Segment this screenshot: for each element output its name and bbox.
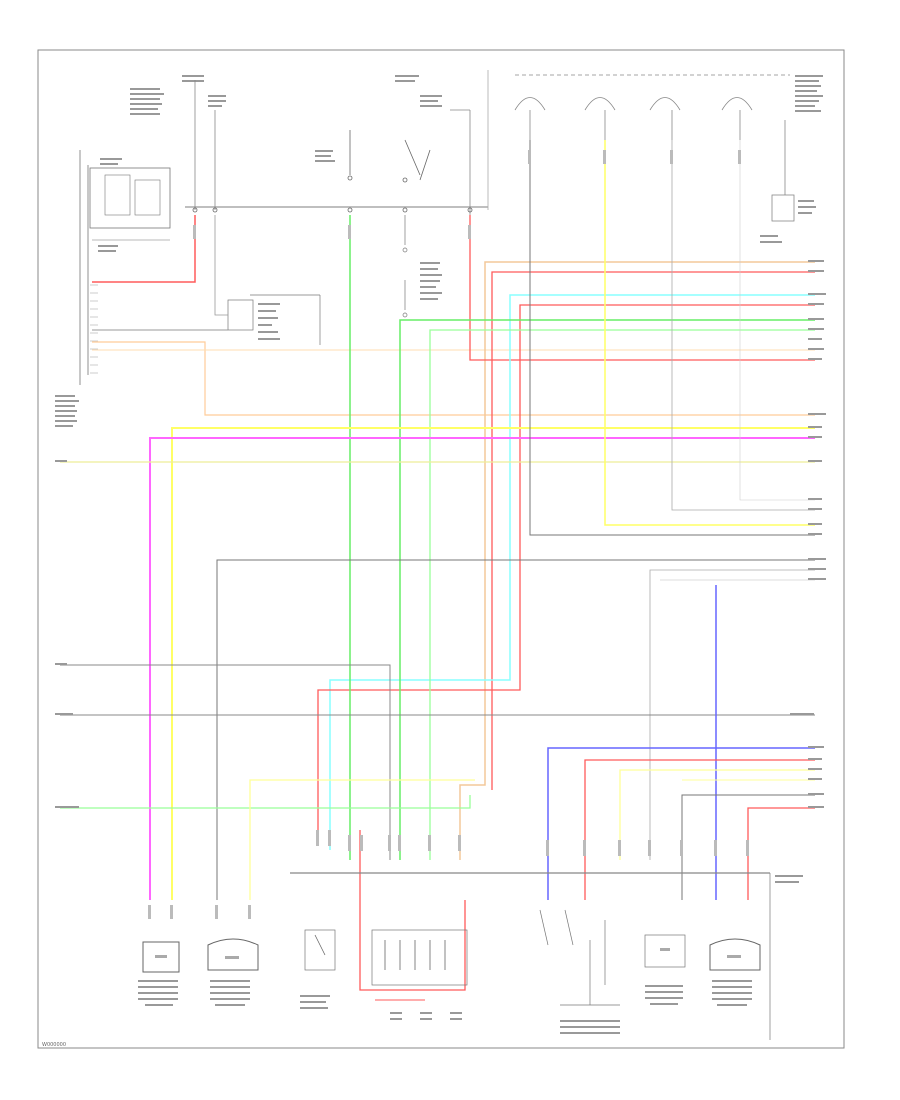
- wire-yellow-sensor: [604, 140, 815, 526]
- wire-red-a: [491, 271, 815, 790]
- wire-ltgreen-bottom: [60, 795, 471, 809]
- output-speed-sensor: [709, 938, 761, 1006]
- tcc-solenoid: [644, 934, 686, 1005]
- pressure-switch: [300, 929, 336, 1009]
- transmission-range-switch: [539, 909, 620, 1006]
- wire-ltyellow-bottom: [249, 779, 475, 900]
- wire-gray-long-a: [60, 664, 391, 860]
- wire-black-br: [681, 794, 815, 900]
- wire-red-loop: [359, 830, 466, 991]
- top-right-connectors: [514, 74, 795, 222]
- control-module-left: [55, 75, 226, 427]
- pressure-sensor: [207, 938, 259, 1006]
- wire-red-ignition: [92, 215, 196, 283]
- wire-red-br2: [747, 807, 815, 900]
- diagram-frame: [37, 49, 845, 1049]
- neutral-safety-switch: [402, 215, 408, 318]
- wire-cyan: [329, 294, 815, 850]
- wire-pink-b: [469, 215, 815, 361]
- speed-sensor-left: [138, 941, 180, 1006]
- wire-yellow-long: [171, 427, 815, 900]
- wire-black-a: [216, 559, 815, 900]
- wire-green-a: [399, 319, 815, 860]
- relay-box: [227, 294, 321, 345]
- footer-code: W000000: [42, 1042, 66, 1048]
- wire-yellow-br: [619, 769, 815, 860]
- ignition-switch: [192, 130, 473, 213]
- shift-solenoids: [371, 929, 468, 1020]
- wire-green-b: [429, 329, 815, 860]
- wire-magenta-long: [149, 437, 815, 900]
- wire-tan: [459, 261, 815, 860]
- wire-red-solenoid: [317, 304, 815, 830]
- wire-orange: [92, 341, 815, 416]
